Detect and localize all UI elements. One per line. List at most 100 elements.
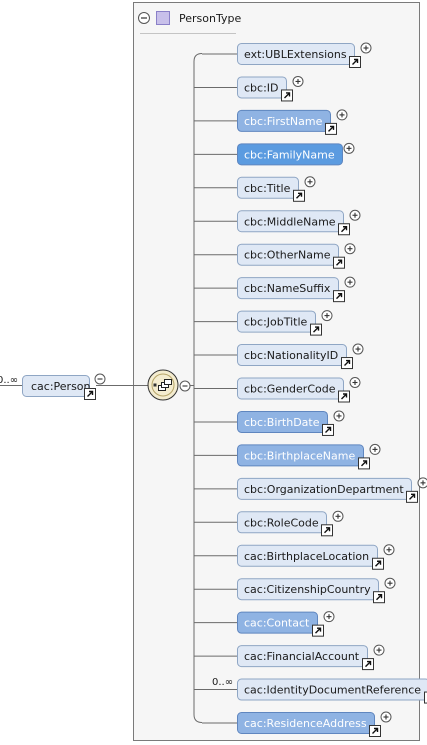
element-cbc-birthdate[interactable]: cbc:BirthDate — [237, 410, 328, 433]
element-box[interactable] — [237, 678, 427, 701]
expand-button[interactable] — [343, 142, 355, 154]
link-icon[interactable] — [312, 624, 324, 637]
element-cbc-id[interactable]: cbc:ID — [237, 76, 287, 99]
expand-button[interactable] — [369, 443, 381, 455]
expand-button[interactable] — [349, 377, 361, 388]
element-cac-contact[interactable]: cac:Contact — [237, 611, 318, 634]
link-icon[interactable] — [325, 122, 337, 135]
element-ext-ublextensions[interactable]: ext:UBLExtensions — [237, 43, 355, 65]
link-icon[interactable] — [424, 691, 427, 704]
sequence-compositor-icon[interactable] — [147, 369, 179, 401]
expand-button[interactable] — [380, 711, 392, 723]
element-box[interactable] — [237, 544, 378, 567]
sequence-branch-lines — [190, 53, 237, 724]
link-icon[interactable] — [310, 323, 322, 336]
element-box[interactable] — [237, 277, 339, 300]
element-cbc-birthplacename[interactable]: cbc:BirthplaceName — [237, 444, 364, 467]
element-cac-identitydocumentreference[interactable]: cac:IdentityDocumentReference — [237, 678, 427, 701]
element-cbc-gendercode[interactable]: cbc:GenderCode — [237, 377, 344, 400]
element-cbc-middlename[interactable]: cbc:MiddleName — [237, 210, 344, 233]
expand-button[interactable] — [349, 209, 361, 221]
element-box[interactable] — [237, 611, 318, 634]
element-cac-residenceaddress[interactable]: cac:ResidenceAddress — [237, 712, 375, 734]
element-cac-citizenshipcountry[interactable]: cac:CitizenshipCountry — [237, 578, 379, 601]
link-icon[interactable] — [322, 423, 334, 436]
expand-button[interactable] — [383, 544, 395, 556]
expand-button[interactable] — [333, 410, 345, 422]
expand-button[interactable] — [352, 343, 364, 355]
element-box[interactable] — [237, 176, 299, 199]
element-cbc-organizationdepartment[interactable]: cbc:OrganizationDepartment — [237, 477, 412, 500]
element-box[interactable] — [237, 243, 339, 266]
link-icon[interactable] — [372, 557, 384, 570]
link-icon[interactable] — [333, 256, 345, 269]
element-box[interactable] — [237, 310, 316, 333]
expand-button[interactable] — [332, 510, 344, 522]
element-box[interactable] — [237, 477, 412, 500]
element-box[interactable] — [237, 645, 368, 668]
element-box[interactable] — [237, 511, 327, 534]
element-box[interactable] — [237, 377, 344, 400]
element-label: cac:IdentityDocumentReference — [244, 684, 421, 697]
element-label: ext:UBLExtensions — [244, 48, 347, 61]
element-cac-birthplacelocation[interactable]: cac:BirthplaceLocation — [237, 544, 378, 567]
link-icon[interactable] — [349, 56, 361, 68]
link-icon[interactable] — [333, 290, 345, 303]
link-icon[interactable] — [338, 223, 350, 236]
element-box[interactable] — [237, 210, 344, 233]
element-box[interactable] — [237, 109, 331, 132]
element-box[interactable] — [237, 578, 379, 601]
element-label: cbc:RoleCode — [244, 516, 319, 529]
type-title: PersonType — [179, 12, 241, 25]
link-icon[interactable] — [338, 390, 350, 403]
element-cbc-rolecode[interactable]: cbc:RoleCode — [237, 511, 327, 534]
expand-button[interactable] — [344, 276, 356, 288]
complex-type-icon — [156, 11, 170, 25]
expand-button[interactable] — [304, 176, 316, 188]
element-box[interactable] — [237, 143, 343, 166]
element-box[interactable] — [237, 712, 375, 734]
element-cac-financialaccount[interactable]: cac:FinancialAccount — [237, 645, 368, 668]
expand-button[interactable] — [336, 109, 348, 121]
element-cbc-firstname[interactable]: cbc:FirstName — [237, 109, 331, 132]
expand-button[interactable] — [323, 611, 335, 623]
expand-button[interactable] — [360, 42, 372, 54]
expand-button[interactable] — [373, 644, 385, 656]
element-cbc-nationalityid[interactable]: cbc:NationalityID — [237, 344, 347, 367]
element-label: cac:CitizenshipCountry — [244, 583, 371, 596]
link-icon[interactable] — [321, 524, 333, 537]
link-icon[interactable] — [358, 457, 370, 470]
link-icon[interactable] — [406, 490, 418, 503]
element-cbc-familyname[interactable]: cbc:FamilyName — [237, 143, 343, 166]
element-cbc-jobtitle[interactable]: cbc:JobTitle — [237, 310, 316, 333]
element-cbc-title[interactable]: cbc:Title — [237, 176, 299, 199]
link-icon[interactable] — [293, 189, 305, 202]
element-label: cbc:BirthDate — [244, 416, 320, 429]
type-collapse-button[interactable] — [138, 12, 150, 24]
element-cbc-namesuffix[interactable]: cbc:NameSuffix — [237, 277, 339, 300]
child-elements: ext:UBLExtensions cbc:ID cbc:FirstName cbc:… — [212, 42, 427, 737]
element-box[interactable] — [237, 410, 328, 433]
expand-button[interactable] — [417, 477, 427, 489]
element-label: cbc:MiddleName — [244, 215, 336, 228]
link-icon[interactable] — [369, 725, 381, 737]
expand-button[interactable] — [384, 577, 396, 589]
link-icon[interactable] — [281, 89, 293, 102]
link-icon[interactable] — [373, 591, 385, 604]
element-box[interactable] — [237, 344, 347, 367]
expand-button[interactable] — [344, 243, 356, 255]
root-collapse-button[interactable] — [94, 373, 106, 385]
sequence-collapse-button[interactable] — [179, 380, 191, 392]
link-icon[interactable] — [341, 357, 353, 370]
element-box[interactable] — [237, 444, 364, 467]
link-icon[interactable] — [362, 658, 374, 671]
element-box[interactable] — [237, 76, 287, 99]
element-label: cac:BirthplaceLocation — [244, 550, 369, 563]
element-cbc-othername[interactable]: cbc:OtherName — [237, 243, 339, 266]
element-label: cbc:BirthplaceName — [244, 449, 355, 462]
root-element-box[interactable]: cac:Person — [22, 375, 91, 397]
root-link-icon[interactable] — [84, 388, 96, 400]
expand-button[interactable] — [292, 75, 304, 87]
expand-button[interactable] — [321, 310, 333, 322]
element-box[interactable] — [237, 43, 355, 65]
